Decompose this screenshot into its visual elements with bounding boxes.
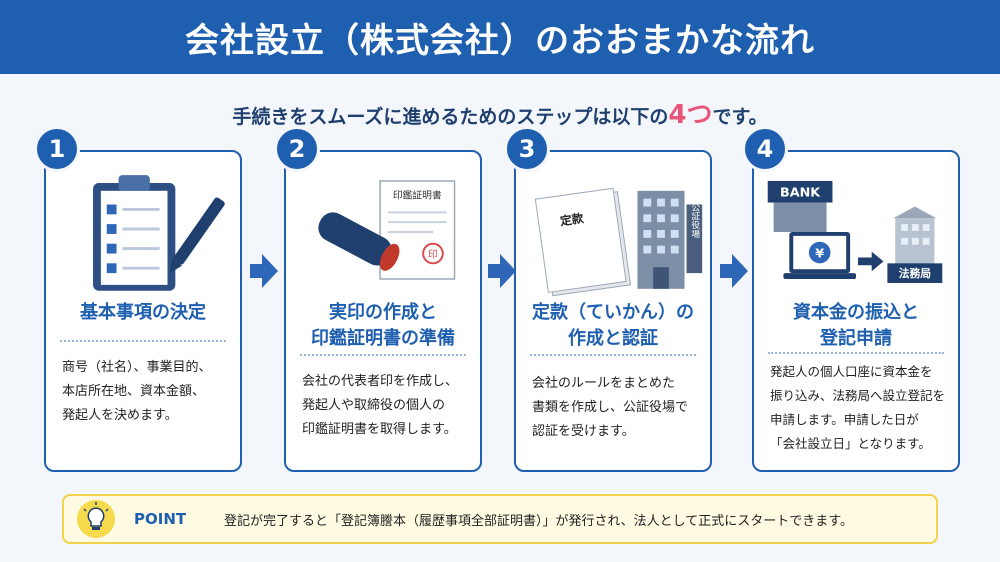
step-number-badge-4: 4: [742, 126, 788, 172]
step-number-badge-1: 1: [34, 126, 80, 172]
step-title-4: 資本金の振込と 登記申請: [793, 302, 919, 349]
clipboard-checklist-icon: [93, 175, 225, 291]
step-card-1: 基本事項の決定 商号（社名）、事業目的、 本店所在地、資本金額、 発起人を決めま…: [44, 150, 242, 472]
lightbulb-icon: [77, 500, 115, 538]
arrow-right-icon: [488, 254, 516, 288]
step-divider-1: [60, 340, 226, 342]
svg-text:¥: ¥: [815, 246, 824, 261]
point-callout: POINT 登記が完了すると「登記簿謄本（履歴事項全部証明書）」が発行され、法人…: [62, 494, 938, 544]
step-description-2: 会社の代表者印を作成し、 発起人や取締役の個人の 印鑑証明書を取得します。: [302, 374, 459, 437]
step-card-3: 定款 公証役場 定款（ていかん）の 作成と認証 会社のルールをまとめた 書類を作…: [514, 150, 712, 472]
step-description-4: 発起人の個人口座に資本金を 振り込み、法務局へ設立登記を 申請します。申請した日…: [770, 364, 946, 451]
step-title-1: 基本事項の決定: [80, 302, 206, 323]
svg-text:定款: 定款: [559, 211, 584, 228]
svg-text:公証役場: 公証役場: [689, 203, 699, 239]
subtitle: 手続きをスムーズに進めるためのステップは以下の4つです。: [0, 94, 1000, 131]
step-card-2: 印鑑証明書 印 実印の作成と 印鑑証明書の準備 会社の代表者印を作成し、 発起人…: [284, 150, 482, 472]
step-divider-3: [530, 354, 696, 356]
step-divider-2: [300, 354, 466, 356]
point-label: POINT: [134, 510, 187, 528]
svg-text:印鑑証明書: 印鑑証明書: [393, 189, 442, 202]
step-divider-4: [768, 352, 944, 354]
page-title: 会社設立（株式会社）のおおまかな流れ: [185, 20, 815, 61]
svg-text:BANK: BANK: [780, 186, 821, 201]
step-card-4: BANK ¥ 法務局 資本金の振込と 登記申請 発起人の個人口座に資本金を 振り…: [752, 150, 960, 472]
document-notary-office-icon: 定款 公証役場: [534, 187, 703, 297]
step-number-badge-2: 2: [274, 126, 320, 172]
subtitle-suffix: です。: [712, 106, 768, 128]
step-title-3: 定款（ていかん）の 作成と認証: [532, 302, 694, 349]
step-description-3: 会社のルールをまとめた 書類を作成し、公証役場で 認証を受けます。: [532, 376, 689, 439]
step-number-badge-3: 3: [504, 126, 550, 172]
subtitle-prefix: 手続きをスムーズに進めるためのステップは以下の: [232, 106, 669, 128]
seal-certificate-icon: 印鑑証明書 印: [318, 180, 456, 280]
arrow-right-icon: [250, 254, 278, 288]
svg-text:法務局: 法務局: [899, 267, 932, 280]
bank-transfer-icon: BANK ¥ 法務局: [767, 180, 943, 283]
svg-text:印: 印: [428, 248, 438, 260]
point-text: 登記が完了すると「登記簿謄本（履歴事項全部証明書）」が発行され、法人として正式に…: [224, 513, 853, 529]
subtitle-count: 4つ: [668, 100, 713, 130]
step-description-1: 商号（社名）、事業目的、 本店所在地、資本金額、 発起人を決めます。: [62, 360, 212, 423]
arrow-right-icon: [720, 254, 748, 288]
header-banner: 会社設立（株式会社）のおおまかな流れ: [0, 0, 1000, 74]
step-title-2: 実印の作成と 印鑑証明書の準備: [311, 302, 455, 349]
